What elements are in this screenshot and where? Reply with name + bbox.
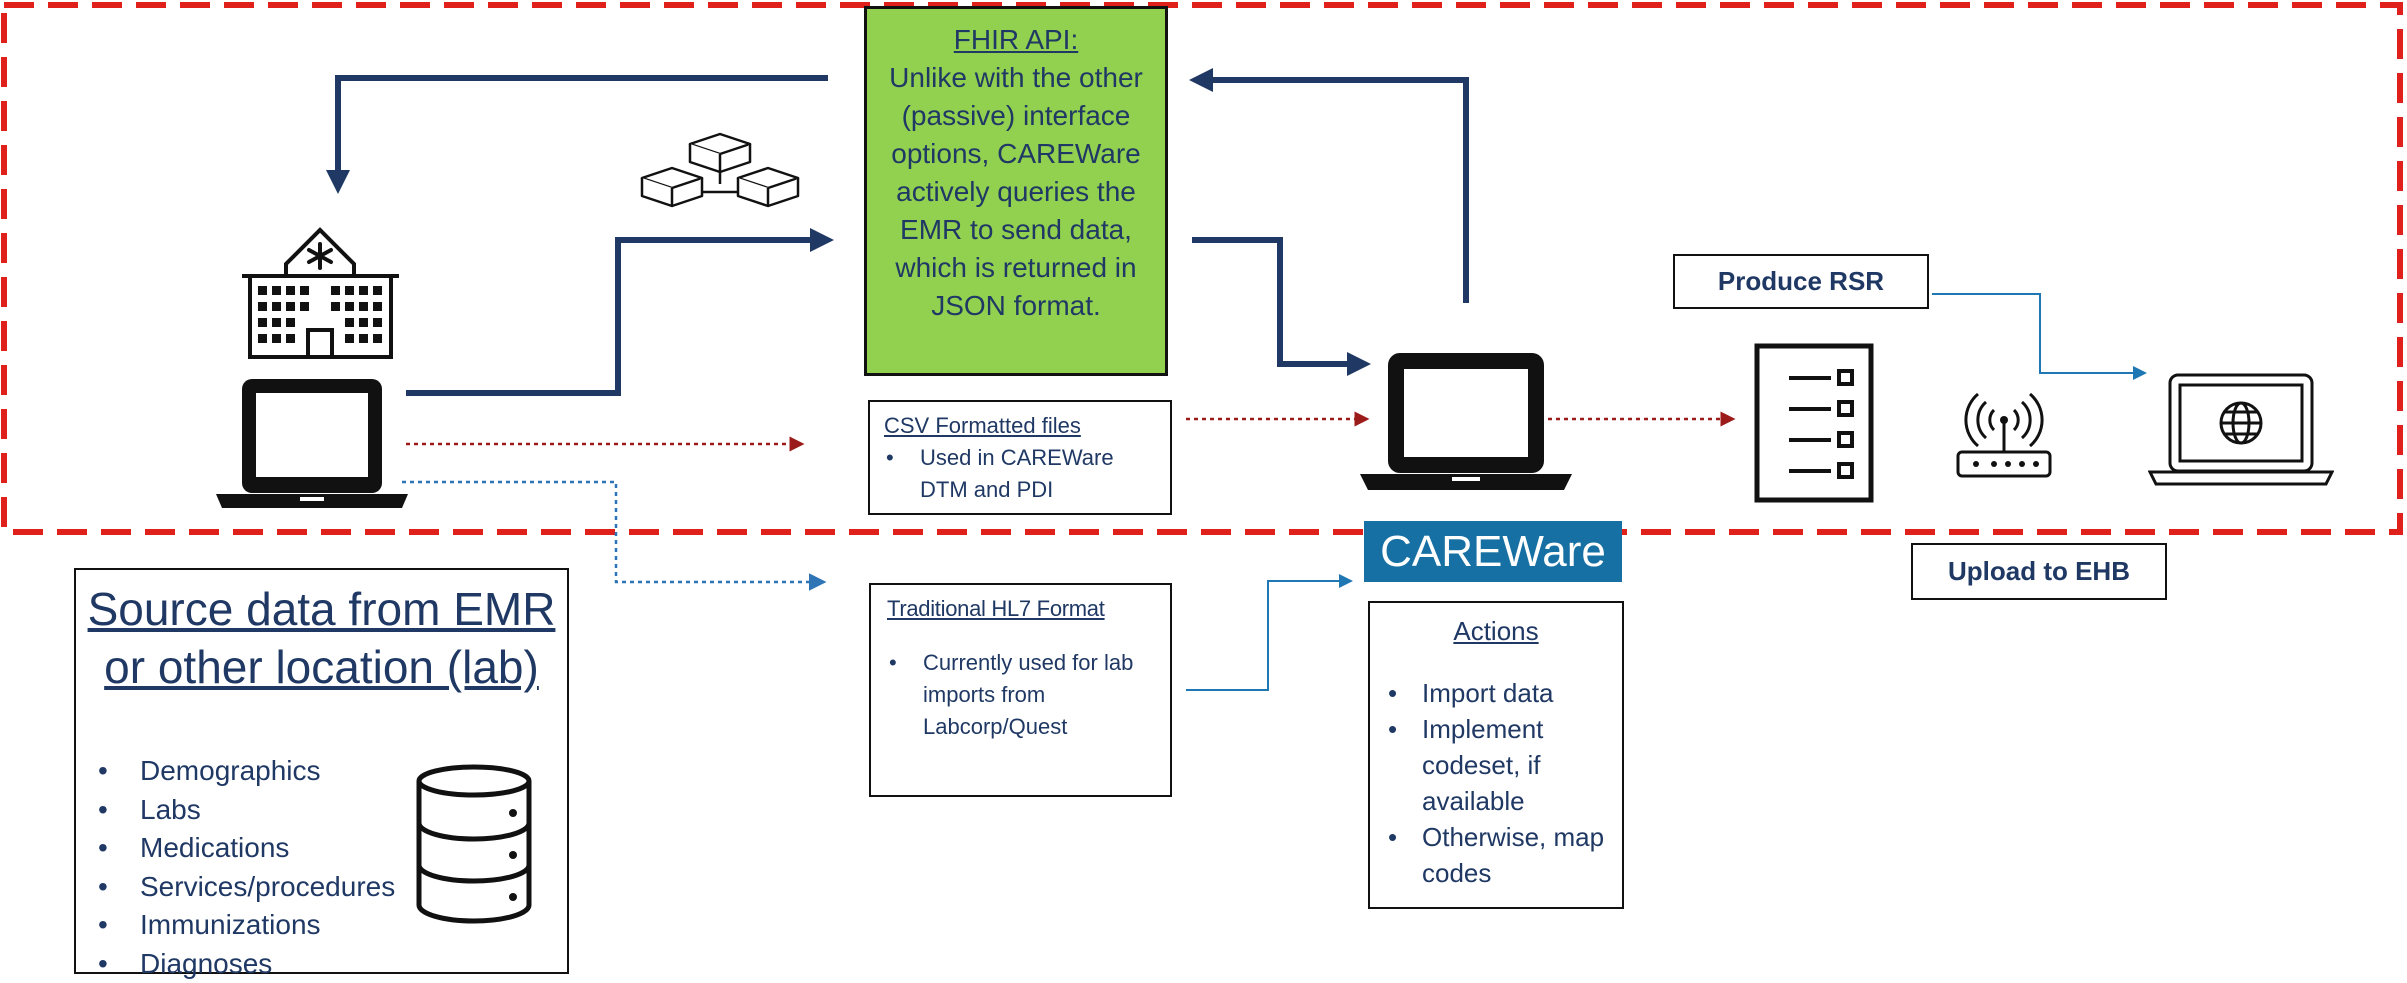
fhir-api-box: FHIR API: Unlike with the other (passive… [864,6,1168,376]
arrow-rsr-to-upload [1932,294,2145,373]
arrow-hl7-to-careware [1186,581,1351,690]
actions-list: Import data Implement codeset, if availa… [1384,675,1608,891]
fhir-api-description: Unlike with the other (passive) interfac… [881,59,1151,325]
report-checklist-icon [1753,342,1877,504]
csv-box: CSV Formatted files Used in CAREWare DTM… [868,400,1172,515]
hospital-icon [238,224,403,359]
produce-rsr-label: Produce RSR [1673,254,1929,309]
blocks-icon [638,130,808,216]
actions-item: Implement codeset, if available [1384,711,1608,819]
emr-laptop-icon [214,376,410,512]
source-item: Diagnoses [86,945,557,983]
source-data-box: Source data from EMR or other location (… [74,568,569,974]
hl7-title: Traditional HL7 Format [887,593,1154,625]
database-icon [415,763,533,925]
hl7-list: Currently used for lab imports from Labc… [887,647,1154,743]
source-title: Source data from EMR or other location (… [86,580,557,696]
hl7-item: Currently used for lab imports from Labc… [887,647,1154,743]
fhir-api-title: FHIR API: [881,21,1151,59]
csv-title: CSV Formatted files [884,410,1156,442]
upload-ehb-label: Upload to EHB [1911,543,2167,600]
hl7-box: Traditional HL7 Format Currently used fo… [869,583,1172,797]
actions-item: Otherwise, map codes [1384,819,1608,891]
actions-box: Actions Import data Implement codeset, i… [1368,601,1624,909]
arrow-careware-to-fhir [1195,80,1466,303]
careware-laptop-icon [1358,350,1574,492]
web-laptop-icon [2148,372,2334,486]
arrow-emr-to-fhir [406,240,828,393]
arrow-fhir-to-careware [1192,240,1365,364]
actions-title: Actions [1384,613,1608,649]
csv-item: Used in CAREWare DTM and PDI [884,442,1156,506]
actions-item: Import data [1384,675,1608,711]
router-icon [1954,388,2054,480]
csv-list: Used in CAREWare DTM and PDI [884,442,1156,506]
careware-label: CAREWare [1364,521,1622,582]
